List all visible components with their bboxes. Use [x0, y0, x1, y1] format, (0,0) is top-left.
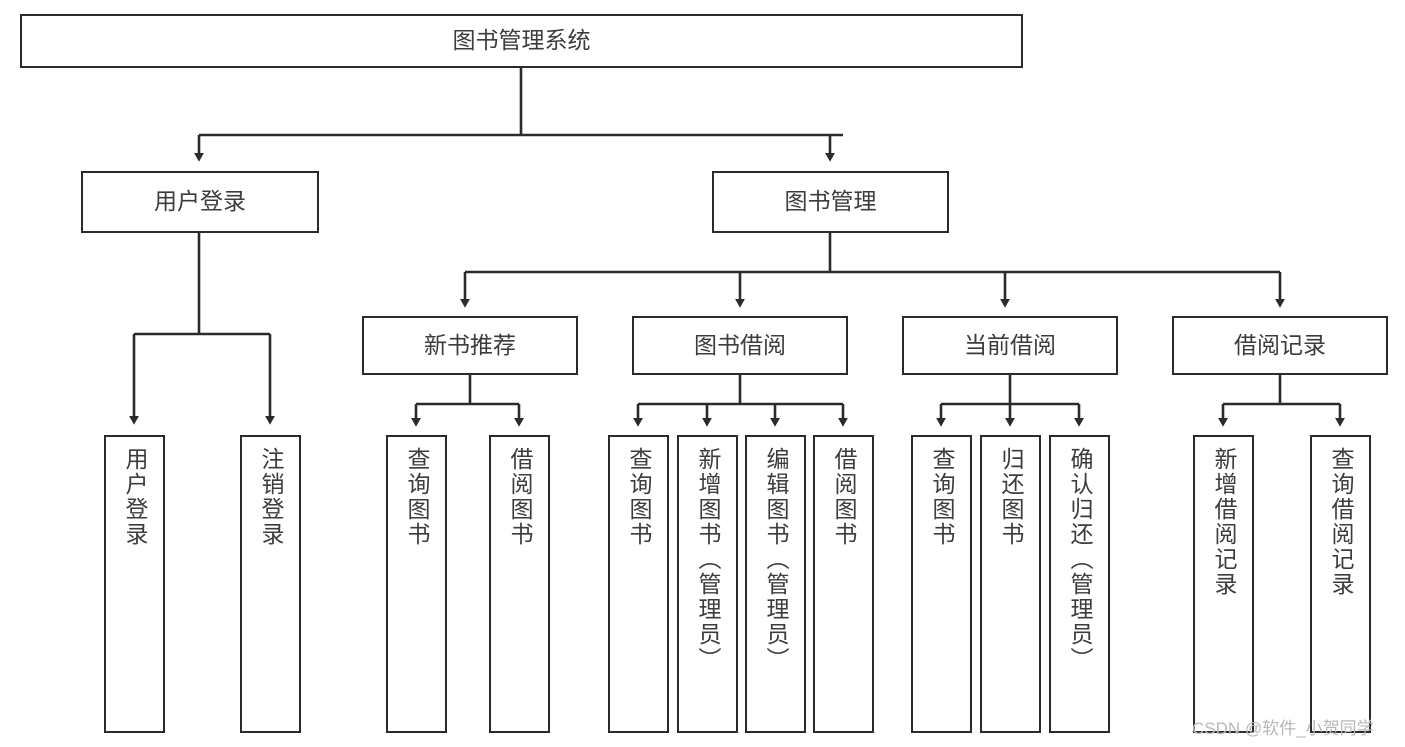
node-leaf-query-book-borrow[interactable]: 查询图书: [608, 435, 669, 733]
node-label: 新增图书（管理员）: [695, 447, 721, 672]
node-user-login[interactable]: 用户登录: [81, 171, 319, 233]
node-label: 用户登录: [122, 447, 148, 547]
node-leaf-borrow-book-recommend[interactable]: 借阅图书: [489, 435, 550, 733]
node-label: 借阅图书: [507, 447, 533, 547]
node-label: 新书推荐: [424, 331, 516, 358]
node-leaf-query-book-current[interactable]: 查询图书: [911, 435, 972, 733]
node-leaf-query-borrow-record[interactable]: 查询借阅记录: [1310, 435, 1371, 733]
node-label: 图书管理系统: [452, 27, 591, 54]
node-label: 图书管理: [784, 188, 877, 215]
node-book-management[interactable]: 图书管理: [712, 171, 949, 233]
node-leaf-confirm-return-admin[interactable]: 确认归还（管理员）: [1049, 435, 1110, 733]
watermark-text: CSDN @软件_小贺同学: [1192, 719, 1374, 738]
node-label: 借阅记录: [1234, 331, 1326, 358]
node-label: 注销登录: [258, 447, 284, 547]
node-label: 查询借阅记录: [1328, 447, 1354, 597]
node-label: 当前借阅: [964, 331, 1056, 358]
node-label: 查询图书: [626, 447, 652, 547]
node-book-borrow[interactable]: 图书借阅: [632, 316, 848, 375]
node-current-borrow[interactable]: 当前借阅: [902, 316, 1118, 375]
node-leaf-return-book[interactable]: 归还图书: [980, 435, 1041, 733]
node-label: 归还图书: [998, 447, 1024, 547]
node-label: 确认归还（管理员）: [1067, 447, 1093, 672]
node-leaf-edit-book-admin[interactable]: 编辑图书（管理员）: [745, 435, 806, 733]
node-label: 编辑图书（管理员）: [763, 447, 789, 672]
node-label: 新增借阅记录: [1211, 447, 1237, 597]
node-label: 图书借阅: [694, 331, 786, 358]
node-label: 查询图书: [404, 447, 430, 547]
node-borrow-record[interactable]: 借阅记录: [1172, 316, 1388, 375]
node-leaf-user-login[interactable]: 用户登录: [104, 435, 165, 733]
node-book-management-system[interactable]: 图书管理系统: [20, 14, 1023, 68]
node-leaf-add-book-admin[interactable]: 新增图书（管理员）: [677, 435, 738, 733]
node-label: 借阅图书: [831, 447, 857, 547]
node-leaf-add-borrow-record[interactable]: 新增借阅记录: [1193, 435, 1254, 733]
node-label: 查询图书: [929, 447, 955, 547]
node-label: 用户登录: [154, 188, 246, 215]
node-leaf-borrow-book[interactable]: 借阅图书: [813, 435, 874, 733]
node-leaf-query-book-recommend[interactable]: 查询图书: [386, 435, 447, 733]
node-leaf-logout[interactable]: 注销登录: [240, 435, 301, 733]
node-new-book-recommend[interactable]: 新书推荐: [362, 316, 578, 375]
